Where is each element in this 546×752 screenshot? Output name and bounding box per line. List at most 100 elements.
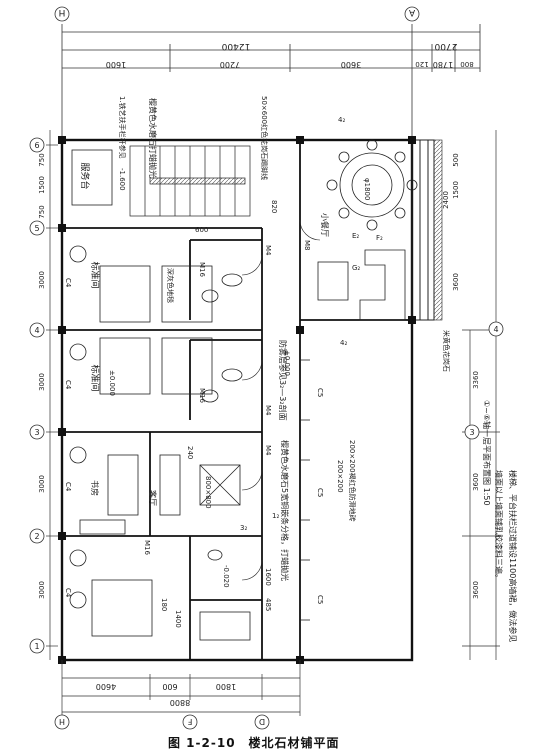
- label-dim-180: 180: [160, 598, 168, 611]
- axis-top-a: A: [408, 7, 415, 17]
- note-floor: 防雾层参见3₂—3₂剖面: [278, 340, 288, 421]
- top-dimension-lines: [61, 24, 481, 150]
- dim-right-4: 3600: [472, 581, 480, 599]
- axis-left-1: 1: [34, 642, 39, 651]
- dim-right-11: 1500: [452, 181, 460, 199]
- label-e2: E₂: [352, 232, 359, 240]
- axis-top-h: H: [59, 7, 66, 17]
- label-dim-1400: 1400: [174, 610, 182, 628]
- service-counter: [71, 149, 113, 206]
- door-swings: [241, 219, 321, 581]
- axis-left-4: 4: [34, 326, 39, 335]
- note-tile: 200×200褐红色防滑地砖: [348, 440, 357, 522]
- axis-right-4: 4: [493, 325, 498, 334]
- label-c5-1: C5: [316, 388, 324, 397]
- bottom-axis-bubbles: [54, 714, 270, 730]
- label-c5-3: C5: [316, 595, 324, 604]
- dim-top-part-3: 3600: [341, 60, 361, 69]
- axis-left-2: 2: [34, 532, 39, 541]
- note-stone-finish: 樱黄色水磨石打蜡抛光: [148, 98, 158, 178]
- axis-right-3: 3: [469, 428, 474, 437]
- label-m16-2: M16: [198, 388, 206, 403]
- label-section-4: 4₂: [340, 339, 347, 347]
- round-dining-table: [326, 139, 418, 231]
- label-elev-3: -0.020: [222, 565, 230, 588]
- toilets-and-basins: [199, 273, 251, 641]
- left-dimension-lines: [46, 130, 58, 660]
- dim-bottom-1: 1800: [216, 682, 236, 691]
- stair: [129, 145, 251, 217]
- note-carpet: 深灰色地毯: [166, 268, 175, 303]
- label-elev-2: ±0.000: [283, 350, 291, 376]
- dim-left-1: 750: [38, 153, 46, 166]
- dim-top-total: 12400: [221, 41, 250, 51]
- axis-bottom-h: H: [59, 717, 65, 726]
- label-dim-240: 240: [186, 446, 194, 459]
- dim-top-part-6: 800: [460, 60, 473, 68]
- label-c5-2: C5: [316, 488, 324, 497]
- label-m16-3: M16: [143, 540, 151, 555]
- dim-left-9: 3000: [38, 475, 46, 493]
- label-section-2: 3₂: [240, 524, 247, 532]
- top-axis-bubbles: [54, 6, 420, 22]
- interior-walls: [62, 140, 412, 660]
- label-m4-1: M4: [264, 245, 272, 256]
- room-study: 书房: [90, 480, 100, 496]
- note-bottom-1: 楼梯、平台扶栏过道铺设1100高墙裙，做法参见: [508, 470, 518, 642]
- label-g2: G₂: [352, 264, 360, 272]
- figure-caption: 图 1-2-10 楼北石材铺平面: [168, 736, 340, 750]
- label-dim-1600: 1600: [264, 568, 272, 586]
- dim-top-part-2: 7200: [220, 60, 240, 69]
- balcony: [411, 139, 435, 321]
- dim-top-right: 2700: [434, 41, 457, 51]
- label-table-diameter: φ1800: [363, 178, 371, 200]
- bottom-dimension-lines: [61, 660, 301, 716]
- dim-right-13: 3600: [452, 273, 460, 291]
- label-section-1: 4₂: [338, 116, 345, 124]
- label-section-3: 1₂: [272, 512, 279, 520]
- axis-bottom-d: D: [259, 717, 265, 726]
- room-service-desk: 服务台: [79, 162, 91, 189]
- windows: [300, 359, 310, 621]
- dim-top-part-5: 120: [415, 60, 428, 68]
- dim-bottom-5: 8800: [170, 698, 190, 707]
- label-m16-1: M16: [198, 262, 206, 277]
- left-axis-bubbles: [29, 137, 45, 654]
- dim-bottom-2: 600: [162, 682, 177, 691]
- label-dim-600: 600: [195, 226, 208, 234]
- round-chairs: [69, 245, 87, 609]
- room-standard-2: 标准间: [89, 364, 101, 391]
- label-c4-4: C4: [64, 588, 72, 598]
- dim-right-1: 3360: [472, 371, 480, 389]
- label-c4-1: C4: [64, 278, 72, 288]
- label-elev-1: ±0.000: [108, 370, 116, 396]
- note-scale: ①~⑥轴一层平面布置图 1:50: [482, 400, 492, 506]
- axis-left-5: 5: [34, 224, 39, 233]
- sofa-set: [317, 249, 406, 321]
- room-small-hall: 小餐厅: [320, 213, 329, 237]
- balcony-railing: [433, 139, 443, 321]
- axis-bottom-f: F: [187, 717, 192, 726]
- beds: [91, 265, 213, 637]
- room-standard-1: 标准间: [89, 261, 101, 288]
- dim-left-2: 1500: [38, 176, 46, 194]
- dim-right-10: 500: [452, 153, 460, 166]
- label-dim-820: 820: [270, 200, 278, 213]
- label-m4-3: M4: [264, 445, 272, 456]
- label-c4-3: C4: [64, 482, 72, 492]
- dim-left-5: 3000: [38, 271, 46, 289]
- exterior-walls: [60, 138, 414, 662]
- label-elev-4: -1.600: [118, 168, 126, 191]
- label-c4-2: C4: [64, 380, 72, 390]
- right-axis-bubbles: [464, 321, 504, 440]
- note-balcony: 米黄色花岗石: [442, 330, 451, 372]
- dim-top-part-4: 1780: [433, 60, 453, 69]
- dim-left-7: 3000: [38, 373, 46, 391]
- label-m4-2: M4: [264, 405, 272, 416]
- note-terrazzo: 樱黄色水磨石5宽铜嵌条分格，打蜡抛光: [280, 440, 290, 581]
- dim-left-11: 3000: [38, 581, 46, 599]
- note-marble-skirting: 50×600红色花岗石踢脚线: [260, 96, 269, 180]
- dim-right-3: 3600: [472, 473, 480, 491]
- dim-top-part-1: 1600: [106, 60, 126, 69]
